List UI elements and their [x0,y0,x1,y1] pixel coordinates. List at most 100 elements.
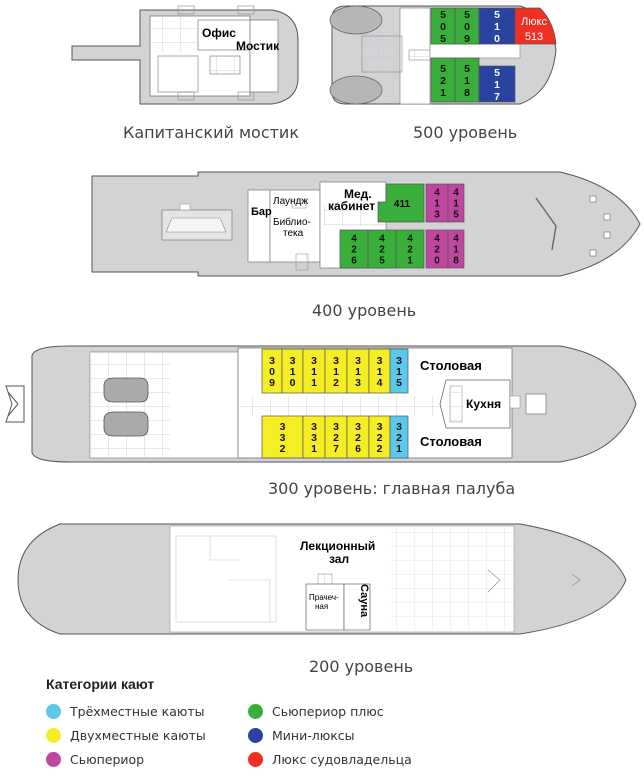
cabin-413-digit: 3 [434,210,440,221]
cabin-309-digit: 0 [269,366,275,378]
cabin-309-digit: 3 [269,355,275,367]
cabin-420-digit: 4 [434,234,440,245]
cabin-518[interactable]: 518 [454,57,480,103]
cabin-513-fill [514,7,557,45]
cabin-418-digit: 8 [453,256,459,267]
cabin-415-digit: 4 [453,188,459,199]
cabin-310-digit: 3 [290,355,296,367]
cabin-411[interactable]: 411 [377,183,425,223]
cabin-313-digit: 3 [355,377,361,389]
cabin-505[interactable]: 505 [430,7,456,45]
cabin-322-digit: 3 [377,421,383,433]
cabin-510-fill [478,7,516,45]
cabin-311[interactable]: 311 [302,348,326,394]
cabin-309[interactable]: 309 [261,348,283,394]
cabin-311-digit: 1 [311,377,317,389]
cabin-425[interactable]: 425 [367,229,397,269]
cabin-518-digit: 1 [464,75,470,87]
cabin-426[interactable]: 426 [339,229,369,269]
medical-label-2: кабинет [328,199,375,213]
cabin-411-number: 411 [394,199,411,210]
cabin-413[interactable]: 413 [425,183,449,223]
cabin-521-digit: 2 [440,75,446,87]
legend-item-double: Двухместные каюты [46,728,206,743]
cabin-517-digit: 1 [494,79,500,91]
cabin-415-digit: 1 [453,199,459,210]
cabin-332-digit: 2 [280,443,286,455]
cabin-421-digit: 2 [407,245,413,256]
cabin-327-digit: 2 [333,432,339,444]
cabin-313[interactable]: 313 [346,348,370,394]
cabin-314-digit: 4 [377,377,383,389]
deck-300-title-sub: : главная палуба [372,479,515,498]
cabin-418[interactable]: 418 [447,229,465,269]
cabin-510[interactable]: 510 [478,7,516,45]
cabin-421-fill [395,229,425,269]
cabin-313-digit: 1 [355,366,361,378]
cabin-315-fill [389,348,409,394]
deck-400-title: 400 уровень [312,301,416,320]
cabin-426-digit: 6 [351,256,357,267]
cabin-327[interactable]: 327 [324,415,348,459]
cabin-332-digit: 3 [280,421,286,433]
legend-item-triple: Трёхместные каюты [46,704,205,719]
cabin-332[interactable]: 332 [261,415,304,459]
legend-swatch [46,728,61,743]
cabin-310[interactable]: 310 [281,348,304,394]
deck-300-title: 300 уровень: главная палуба [268,479,515,498]
library-label-1: Библио- [273,216,311,228]
cabin-425-digit: 5 [379,256,385,267]
cabin-326-digit: 6 [355,443,361,455]
legend-label: Мини-люксы [272,728,355,743]
deck-300-title-main: 300 уровень [268,479,372,498]
cabin-321-fill [389,415,409,459]
cabin-322[interactable]: 322 [368,415,391,459]
cabin-331-digit: 3 [311,421,317,433]
legend-label: Двухместные каюты [70,728,206,743]
deck-300: 309310311312313314315332331327326322321 … [5,345,637,463]
cabin-418-fill [447,229,465,269]
cabin-411-fill [377,183,425,223]
cabin-312[interactable]: 312 [324,348,348,394]
cabin-331[interactable]: 331 [302,415,326,459]
cabin-321[interactable]: 321 [389,415,409,459]
cabin-415[interactable]: 415 [447,183,465,223]
legend-swatch [46,752,61,767]
cabin-326[interactable]: 326 [346,415,370,459]
cabin-315[interactable]: 315 [389,348,409,394]
cabin-521[interactable]: 521 [430,57,456,103]
cabin-517-digit: 5 [494,67,500,79]
cabin-505-digit: 5 [440,33,446,45]
cabin-510-digit: 0 [494,33,500,45]
cabin-314[interactable]: 314 [368,348,391,394]
cabin-521-fill [430,57,456,103]
sauna-label: Сауна [358,584,370,618]
cabin-518-fill [454,57,480,103]
lecture-hall-label-2: зал [329,552,349,566]
cabin-321-digit: 1 [396,443,402,455]
cabin-322-digit: 2 [377,443,383,455]
legend-swatch [248,728,263,743]
cabin-420[interactable]: 420 [425,229,449,269]
deck-200: Лекционный зал Прачеч- ная Сауна [17,523,627,635]
lecture-hall-label-1: Лекционный [300,539,375,553]
cabin-312-digit: 3 [333,355,339,367]
cabin-421[interactable]: 421 [395,229,425,269]
legend-label: Люкс судовладельца [272,752,412,767]
cabin-322-digit: 2 [377,432,383,444]
cabin-517[interactable]: 517 [478,65,516,103]
legend-item-superior-plus: Сьюпериор плюс [248,704,384,719]
legend-swatch [46,704,61,719]
cabin-413-digit: 1 [434,199,440,210]
cabin-331-digit: 1 [311,443,317,455]
cabin-312-digit: 1 [333,366,339,378]
cabin-421-digit: 1 [407,256,413,267]
cabin-313-digit: 3 [355,355,361,367]
cabin-509[interactable]: 509 [454,7,480,45]
legend-label: Сьюпериор [70,752,145,767]
cabin-418-digit: 1 [453,245,459,256]
cabin-314-digit: 1 [377,366,383,378]
